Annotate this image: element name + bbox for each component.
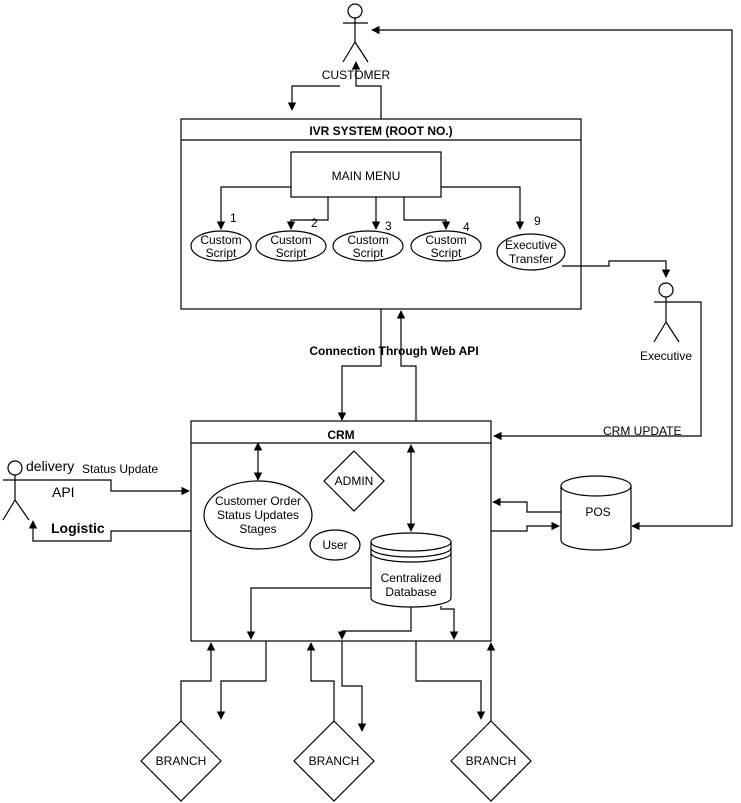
- option-9-ellipse: [496, 233, 566, 271]
- branch-3-diamond: [450, 720, 532, 802]
- delivery-title: delivery: [26, 458, 74, 474]
- option-number-3: 3: [385, 219, 392, 233]
- order-status-line3: Stages: [239, 522, 276, 536]
- executive-body: [653, 297, 680, 343]
- customer-to-ivr-arrow: [287, 85, 340, 111]
- database-cylinder: Centralized Database: [370, 532, 452, 608]
- menu-to-option-1: [216, 186, 291, 230]
- delivery-to-crm-arrow: [29, 479, 190, 496]
- user-label: User: [322, 538, 347, 552]
- option-3-line2: Script: [353, 246, 384, 260]
- crm-to-branch-2-arrow: [341, 641, 367, 732]
- branch-1-diamond: [140, 720, 222, 802]
- option-1-line1: Custom: [200, 233, 241, 247]
- option-number-9: 9: [534, 214, 541, 228]
- ivr-title: IVR SYSTEM (ROOT NO.): [309, 124, 452, 138]
- ivr-to-crm-arrow: [337, 309, 382, 421]
- option-number-2: 2: [311, 216, 318, 230]
- database-to-branch-2: [337, 607, 412, 640]
- option-9-line2: Transfer: [509, 252, 553, 266]
- option-4-line1: Custom: [425, 233, 466, 247]
- delivery-body: [2, 475, 30, 521]
- database-to-branch-3: [440, 606, 459, 640]
- database-top: [370, 532, 452, 552]
- branch-3-label: BRANCH: [466, 754, 517, 768]
- crm-system: CRM ADMIN Customer Order Status Updates …: [190, 420, 492, 642]
- option-9-line1: Executive: [505, 238, 557, 252]
- crm-to-branch-1-arrow: [216, 641, 267, 720]
- delivery-api-label: API: [52, 484, 75, 500]
- main-menu-box: [290, 151, 442, 198]
- branch-2-diamond: [293, 720, 375, 802]
- ivr-system-box: [180, 118, 582, 310]
- customer-pos-link: [371, 25, 733, 531]
- database-line1: Centralized: [381, 571, 442, 585]
- branch-1-label: BRANCH: [156, 754, 207, 768]
- crm-to-pos-arrow: [491, 521, 560, 532]
- menu-to-option-4: [403, 197, 451, 230]
- pos-system: POS: [560, 475, 632, 551]
- option-4-ellipse: [410, 230, 482, 262]
- branch-2: BRANCH: [293, 720, 375, 802]
- pos-to-crm-arrow: [492, 497, 561, 513]
- pos-label: POS: [585, 505, 610, 519]
- connection-label: Connection Through Web API: [309, 344, 478, 358]
- order-status-ellipse: [203, 480, 313, 550]
- user-ellipse: [309, 529, 361, 561]
- admin-diamond: [323, 450, 385, 512]
- order-status-line2: Status Updates: [217, 508, 299, 522]
- order-status-line1: Customer Order: [215, 494, 301, 508]
- option-1-ellipse: [190, 230, 252, 262]
- menu-to-option-2: [286, 197, 329, 230]
- customer-head: [347, 3, 363, 19]
- executive-actor: Executive: [640, 282, 692, 363]
- branch-1-to-crm-arrow: [180, 642, 216, 721]
- delivery-head: [7, 460, 23, 476]
- customer-body: [342, 18, 369, 63]
- admin-label: ADMIN: [335, 474, 374, 488]
- executive-head: [658, 282, 674, 298]
- executive-crm-update-arrow: [493, 301, 702, 441]
- crm-to-ivr-arrow: [396, 310, 417, 421]
- option-1-line2: Script: [206, 246, 237, 260]
- branch-1: BRANCH: [140, 720, 222, 802]
- crm-to-branch-3-arrow: [415, 641, 486, 720]
- option-number-1: 1: [230, 211, 237, 225]
- pos-body: [560, 486, 632, 551]
- crm-title: CRM: [327, 428, 354, 442]
- option-3-ellipse: [332, 230, 404, 262]
- branch-2-to-crm-arrow: [306, 642, 335, 721]
- crm-to-delivery-arrow: [28, 520, 191, 542]
- branch-2-label: BRANCH: [309, 754, 360, 768]
- main-menu-label: MAIN MENU: [332, 169, 401, 183]
- database-line2: Database: [385, 585, 437, 599]
- transfer-to-executive-arrow: [562, 260, 671, 278]
- delivery-actor: delivery Status Update API Logistic: [2, 458, 158, 536]
- delivery-status-update: Status Update: [82, 462, 158, 476]
- option-2-line1: Custom: [270, 233, 311, 247]
- option-2-line2: Script: [276, 246, 307, 260]
- option-3-line1: Custom: [347, 233, 388, 247]
- database-to-branch-1: [246, 587, 371, 640]
- crm-update-label: CRM UPDATE: [603, 424, 681, 438]
- ivr-system: IVR SYSTEM (ROOT NO.) MAIN MENU 1 2 3 4 …: [180, 118, 582, 310]
- menu-to-option-9: [441, 186, 525, 230]
- database-rings: [370, 547, 452, 563]
- option-4-line2: Script: [431, 246, 462, 260]
- option-number-4: 4: [463, 220, 470, 234]
- pos-top: [560, 475, 632, 497]
- delivery-logistic-label: Logistic: [51, 520, 105, 536]
- option-2-ellipse: [255, 230, 327, 262]
- branch-3: BRANCH: [450, 720, 532, 802]
- executive-label: Executive: [640, 349, 692, 363]
